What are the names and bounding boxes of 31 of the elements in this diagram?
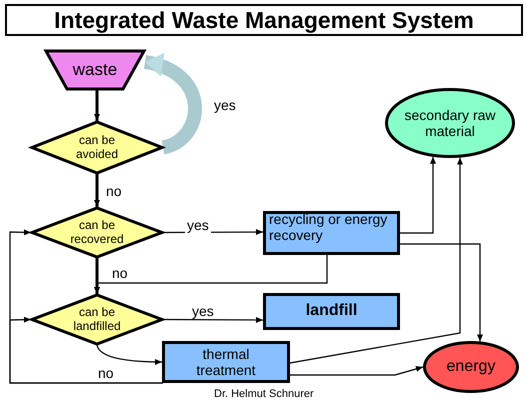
decision-diamond [31,207,163,258]
process-box [162,341,290,383]
process-box [263,293,400,330]
author-note: Dr. Helmut Schnurer [212,388,316,400]
node-text: recycling or energy recovery [269,211,388,244]
arrow [94,174,100,207]
process-box [263,211,400,255]
node-text: energy [446,358,496,376]
arrow [400,243,483,342]
arrow [9,316,163,384]
arrow [290,158,463,364]
node-text: can be recovered [69,218,125,246]
title-box: Integrated Waste Management System [5,4,523,36]
arrow [290,366,424,376]
curved-arrow [143,54,202,154]
node-text: secondary raw material [403,106,497,140]
node-text: can be landfilled [72,306,122,334]
arrow [163,316,263,323]
result-ellipse [385,88,515,158]
funnel-shape [45,50,145,90]
decision-diamond [31,294,163,345]
node-text: landfill [306,302,358,321]
arrow [96,344,162,365]
decision-diamond [31,121,163,174]
node-text: waste [72,60,118,80]
node-text: can be avoided [74,134,120,162]
arrow [94,258,100,294]
arrow [400,156,436,234]
node-text: thermal treatment [195,346,257,378]
arrow [94,90,100,121]
result-ellipse [423,341,519,393]
